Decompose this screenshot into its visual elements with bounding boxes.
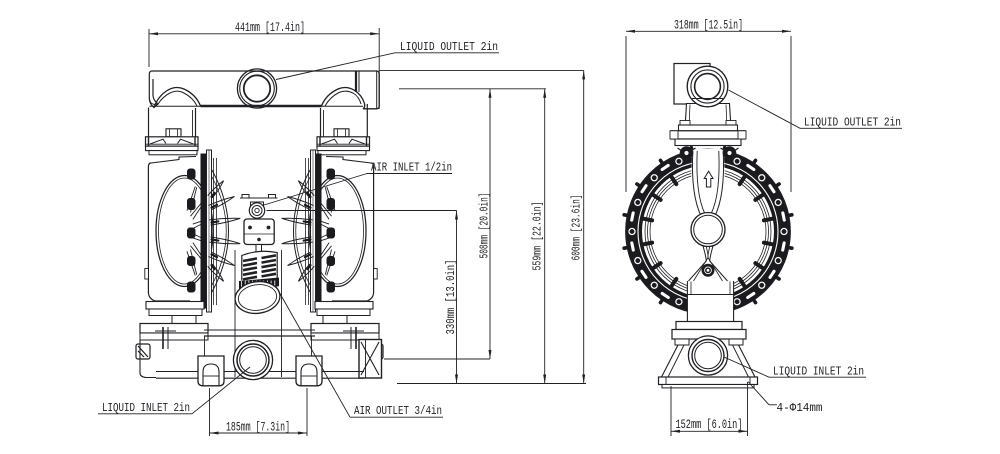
svg-text:4-Φ14mm: 4-Φ14mm — [777, 401, 823, 415]
svg-text:LIQUID INLET 2in: LIQUID INLET 2in — [773, 365, 864, 379]
svg-text:AIR OUTLET 3/4in: AIR OUTLET 3/4in — [354, 404, 442, 418]
svg-text:318mm [12.5in]: 318mm [12.5in] — [674, 18, 743, 33]
svg-text:AIR INLET 1/2in: AIR INLET 1/2in — [371, 161, 452, 175]
svg-text:LIQUID INLET 2in: LIQUID INLET 2in — [102, 401, 190, 415]
svg-text:LIQUID OUTLET 2in: LIQUID OUTLET 2in — [804, 116, 901, 130]
svg-text:508mm [20.0in]: 508mm [20.0in] — [478, 193, 492, 259]
svg-text:441mm [17.4in]: 441mm [17.4in] — [235, 20, 305, 35]
svg-text:330mm [13.0in]: 330mm [13.0in] — [444, 260, 458, 335]
svg-text:559mm [22.0in]: 559mm [22.0in] — [531, 202, 545, 271]
svg-text:600mm [23.6in]: 600mm [23.6in] — [570, 195, 584, 261]
svg-text:LIQUID OUTLET 2in: LIQUID OUTLET 2in — [400, 40, 498, 54]
svg-text:185mm [7.3in]: 185mm [7.3in] — [226, 421, 290, 435]
svg-text:152mm [6.0in]: 152mm [6.0in] — [676, 418, 743, 432]
